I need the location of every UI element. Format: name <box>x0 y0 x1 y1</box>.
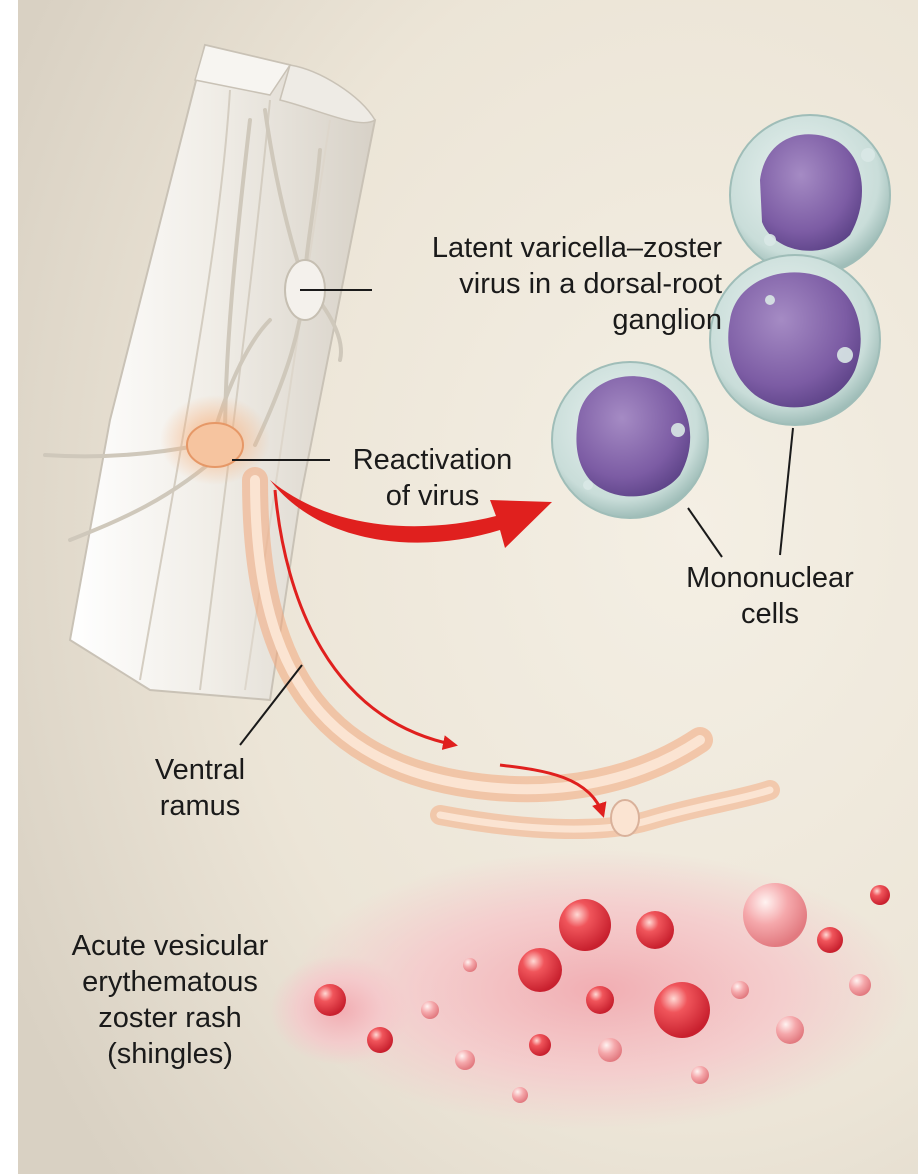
label-ventral-ramus: Ventral ramus <box>135 752 265 824</box>
label-zoster-rash: Acute vesicular erythematous zoster rash… <box>40 928 300 1072</box>
label-mononuclear-cells: Mononuclear cells <box>660 560 880 632</box>
label-latent-virus: Latent varicella–zoster virus in a dorsa… <box>330 230 722 338</box>
mononuclear-cell-2 <box>710 255 880 425</box>
label-reactivation: Reactivation of virus <box>330 442 535 514</box>
mononuclear-cell-3 <box>552 362 708 518</box>
mononuclear-cell-1 <box>730 115 890 275</box>
